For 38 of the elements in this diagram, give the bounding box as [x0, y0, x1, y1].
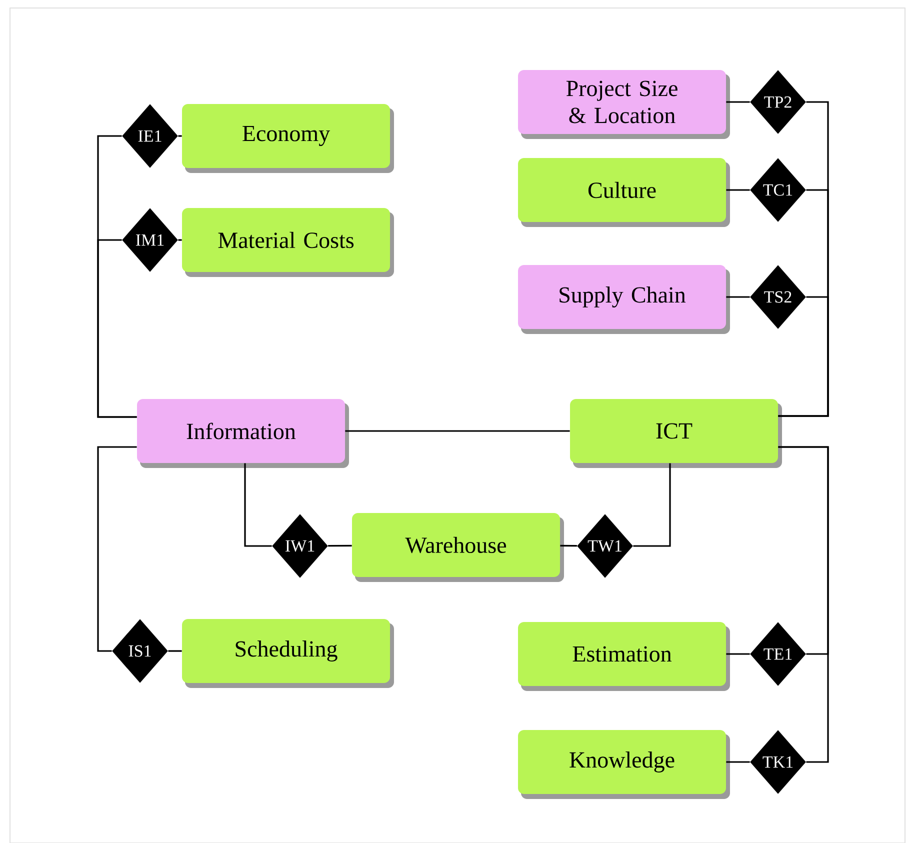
- connector-line: [778, 446, 829, 763]
- factor-box: Culture: [518, 158, 730, 227]
- factor-box: ICT: [570, 399, 782, 468]
- connector-line: [328, 544, 352, 547]
- diamond-connector: TW1: [577, 514, 633, 578]
- connector-line: [778, 296, 829, 417]
- connector-line: [726, 101, 750, 103]
- connector-line: [633, 463, 671, 547]
- factor-box: Project Size & Location: [518, 70, 730, 139]
- factor-box: Information: [137, 399, 349, 468]
- diamond-connector: TP2: [750, 70, 806, 134]
- diamond-connector: TE1: [750, 622, 806, 686]
- factor-box: Warehouse: [352, 513, 564, 582]
- connector-line: [560, 544, 577, 547]
- diamond-connector: TK1: [750, 730, 806, 794]
- connector-line: [168, 650, 182, 652]
- diamond-connector: IW1: [272, 514, 328, 578]
- diamond-connector: TC1: [750, 158, 806, 222]
- connector-line: [726, 189, 750, 191]
- connector-line: [244, 463, 272, 547]
- diamond-connector: IE1: [122, 104, 178, 168]
- connector-line: [178, 135, 182, 137]
- factor-box: Scheduling: [182, 619, 394, 688]
- diamond-connector: TS2: [750, 265, 806, 329]
- connector-line: [178, 239, 182, 241]
- connector-line: [97, 239, 137, 418]
- factor-box: Estimation: [518, 622, 730, 691]
- connector-line: [97, 446, 137, 652]
- factor-box: Knowledge: [518, 730, 730, 799]
- connector-line: [726, 296, 750, 298]
- diamond-connector: IM1: [122, 208, 178, 272]
- connector-line: [726, 761, 750, 763]
- diamond-connector: IS1: [112, 619, 168, 683]
- connector-line: [345, 430, 570, 432]
- factor-box: Economy: [182, 104, 394, 173]
- connector-line: [726, 653, 750, 655]
- factor-box: Supply Chain: [518, 265, 730, 334]
- factor-box: Material Costs: [182, 208, 394, 277]
